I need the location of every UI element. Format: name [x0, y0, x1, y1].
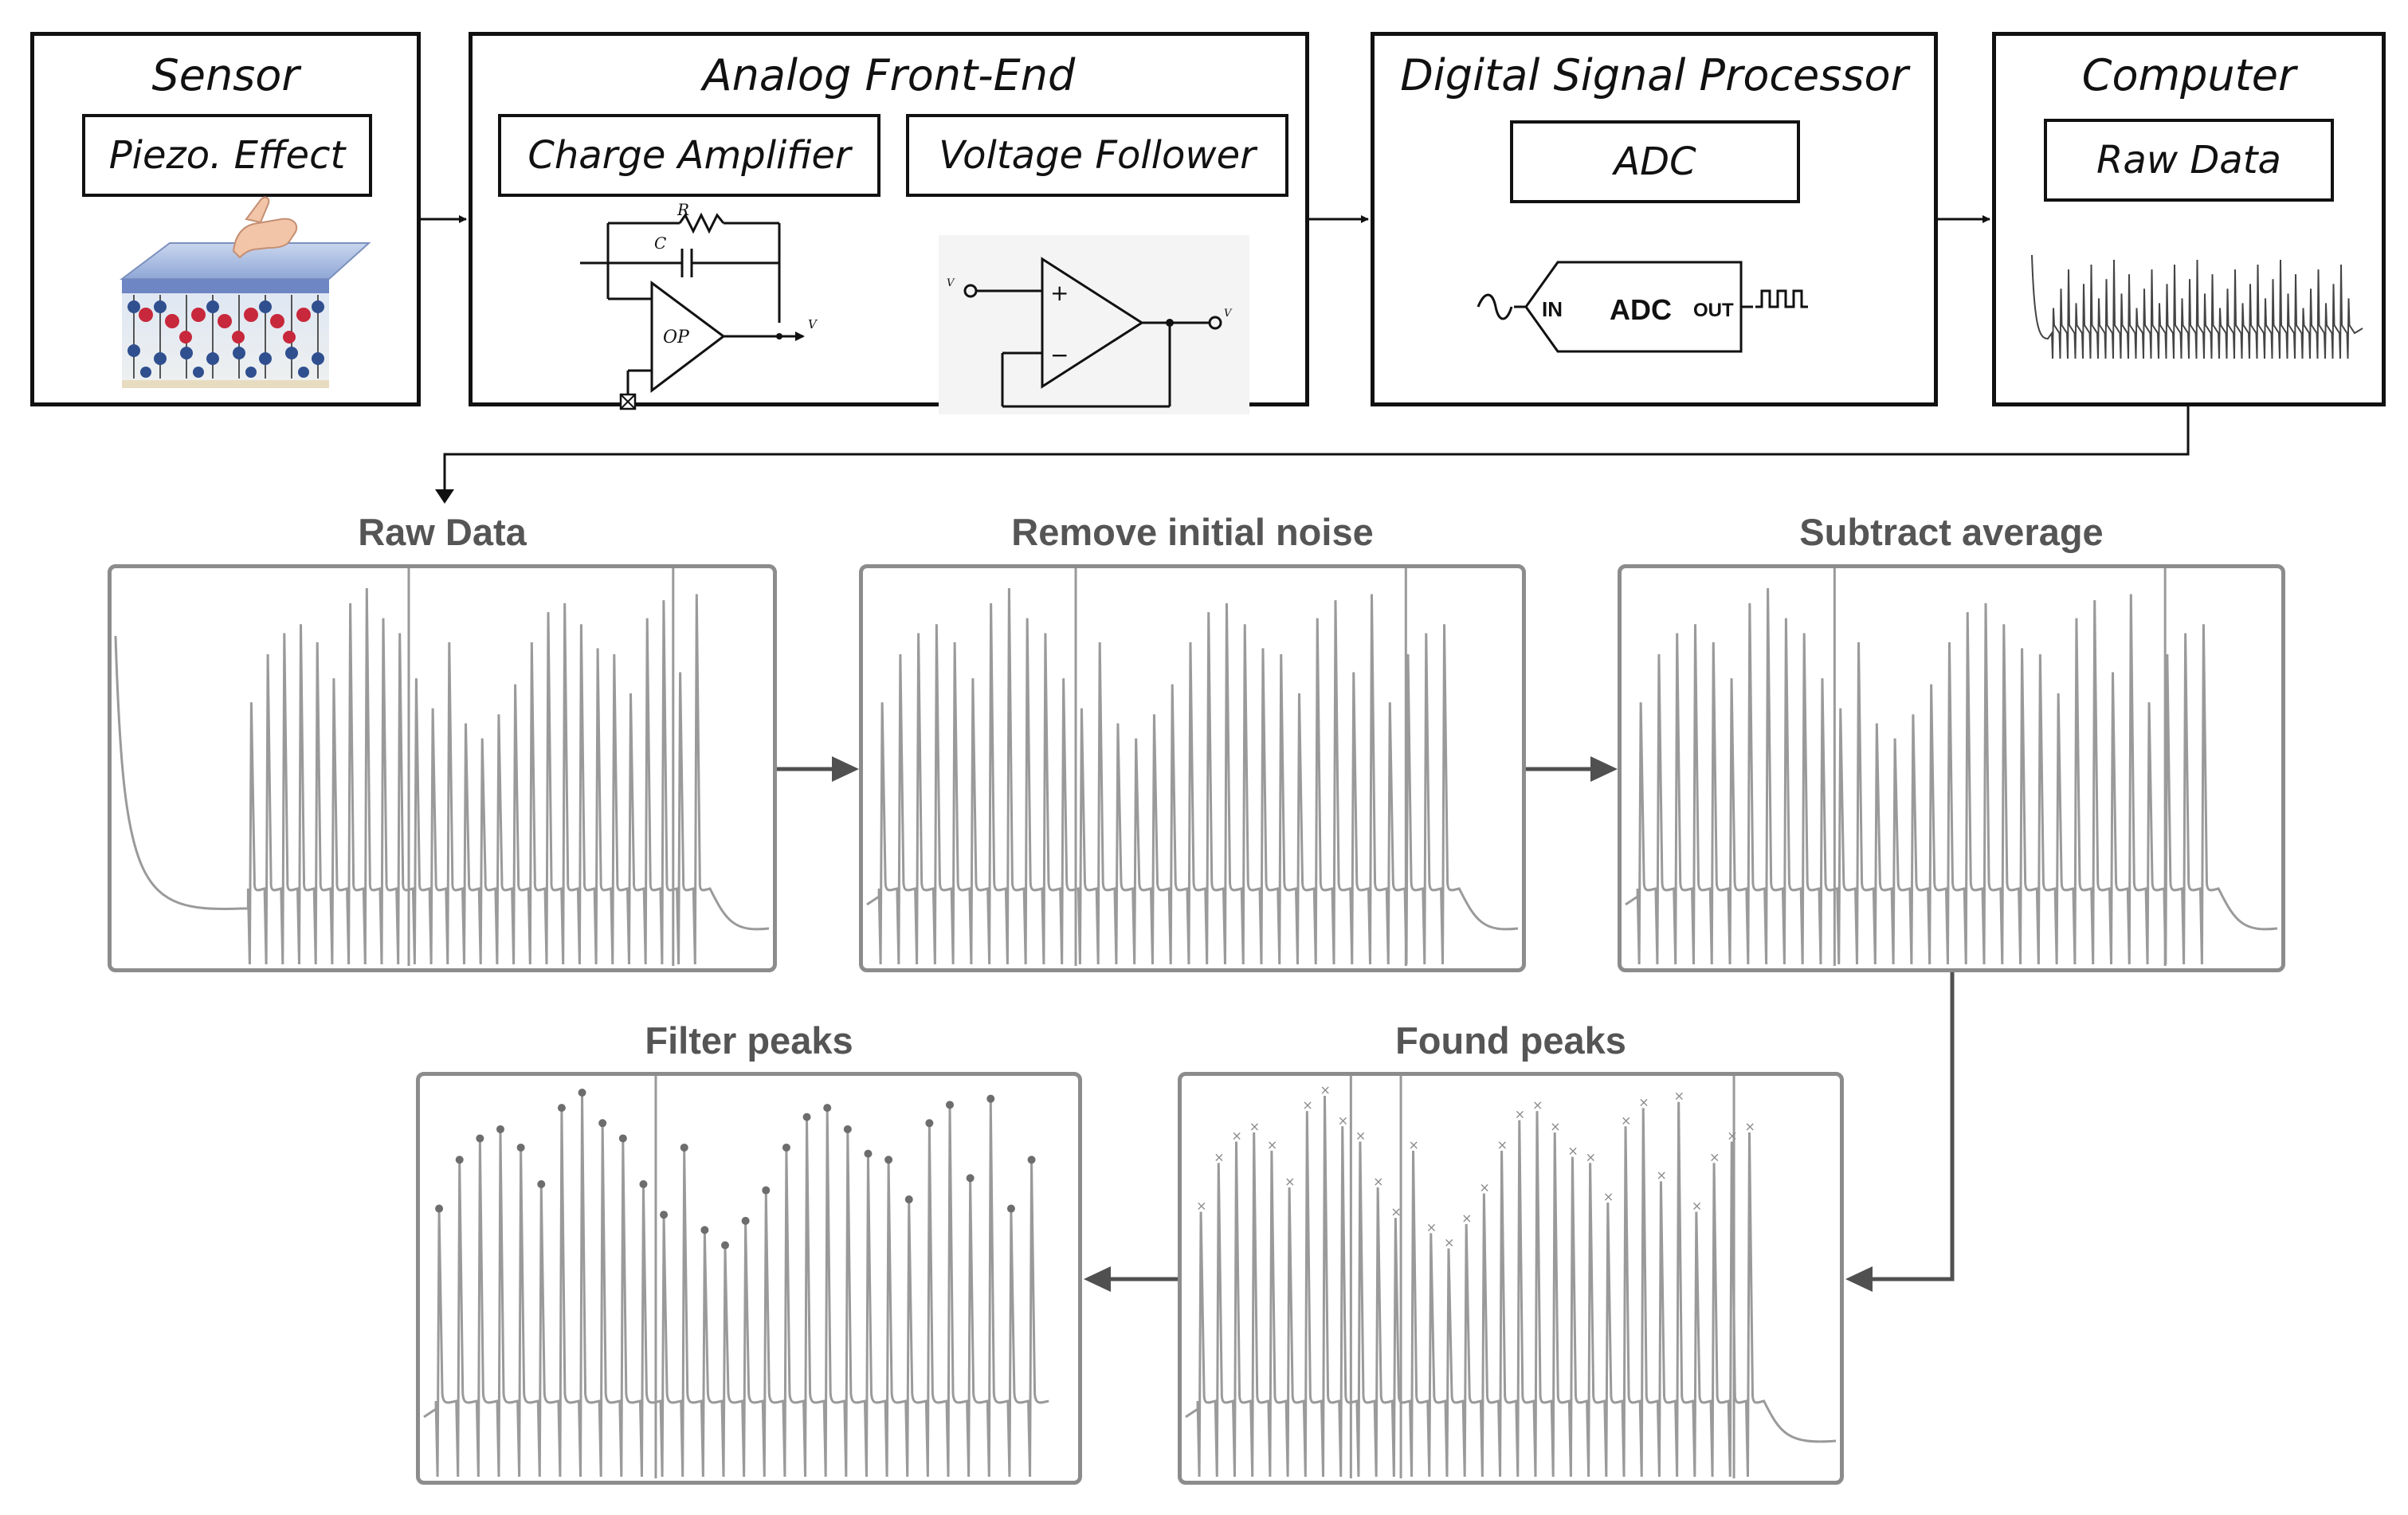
svg-text:×: ×	[1656, 1168, 1666, 1183]
top-arrows	[421, 215, 2190, 504]
svg-text:×: ×	[1709, 1149, 1720, 1164]
svg-text:×: ×	[1426, 1219, 1437, 1234]
svg-text:×: ×	[1214, 1149, 1224, 1164]
computer-block: Computer Raw Data	[1992, 32, 2386, 406]
step-title-raw-data: Raw Data	[358, 511, 527, 553]
svg-text:×: ×	[1320, 1082, 1331, 1097]
svg-text:×: ×	[1621, 1113, 1631, 1128]
raw-data-mini-plot	[2031, 254, 2363, 359]
step-title-filter-peaks: Filter peaks	[645, 1019, 853, 1062]
svg-text:×: ×	[1444, 1235, 1454, 1250]
adc-symbol: IN ADC OUT	[1477, 261, 1808, 353]
analog-front-end-block: Analog Front-End Charge Amplifier Voltag…	[469, 32, 1309, 414]
svg-text:×: ×	[1497, 1137, 1508, 1152]
adc-symbol-label: ADC	[1610, 293, 1672, 326]
rf-label: R	[677, 200, 689, 219]
adc-out-label: OUT	[1693, 300, 1734, 321]
svg-text:×: ×	[1532, 1097, 1543, 1113]
adc-in-label: IN	[1542, 297, 1563, 321]
voltage-follower-box: Voltage Follower	[906, 114, 1288, 197]
svg-text:×: ×	[1744, 1119, 1755, 1134]
svg-text:×: ×	[1727, 1128, 1737, 1143]
svg-text:×: ×	[1302, 1097, 1312, 1113]
op-label: OP	[663, 328, 690, 347]
charge-amplifier-box: Charge Amplifier	[498, 114, 880, 197]
finger-icon	[232, 196, 297, 259]
svg-text:×: ×	[1550, 1119, 1560, 1134]
afe-title: Analog Front-End	[702, 50, 1076, 100]
svg-text:×: ×	[1461, 1211, 1472, 1226]
svg-text:×: ×	[1567, 1144, 1578, 1159]
sine-wave-icon	[1477, 293, 1513, 320]
piezo-effect-box: Piezo. Effect	[82, 114, 372, 197]
svg-text:×: ×	[1409, 1137, 1419, 1152]
dsp-title: Digital Signal Processor	[1400, 50, 1908, 100]
svg-text:×: ×	[1479, 1180, 1489, 1195]
dsp-block: Digital Signal Processor ADC IN ADC OUT	[1371, 32, 1938, 406]
svg-text:×: ×	[1249, 1119, 1260, 1134]
step-title-subtract-average: Subtract average	[1799, 511, 2104, 553]
svg-text:×: ×	[1586, 1149, 1596, 1164]
charge-amplifier-schematic: R C OP V	[580, 200, 818, 410]
cf-label: C	[654, 234, 666, 253]
svg-text:×: ×	[1196, 1199, 1206, 1214]
svg-text:×: ×	[1603, 1189, 1614, 1204]
svg-text:×: ×	[1638, 1094, 1649, 1109]
raw-data-box: Raw Data	[2044, 119, 2334, 202]
computer-title: Computer	[2081, 50, 2296, 100]
svg-text:×: ×	[1284, 1174, 1295, 1189]
svg-text:×: ×	[1390, 1204, 1401, 1219]
svg-text:×: ×	[1674, 1089, 1684, 1104]
voltage-follower-schematic: + − V V	[939, 235, 1249, 414]
minus-sign: −	[1050, 342, 1069, 368]
svg-text:×: ×	[1355, 1128, 1366, 1143]
adc-box: ADC	[1510, 120, 1800, 203]
square-wave-icon	[1755, 289, 1808, 308]
piezo-sensor-illustration	[120, 196, 371, 388]
svg-text:×: ×	[1692, 1199, 1702, 1214]
ground-icon	[619, 393, 637, 410]
svg-text:×: ×	[1338, 1113, 1348, 1128]
vin-label: V	[947, 277, 955, 289]
vout-follower-label: V	[1224, 308, 1233, 320]
svg-text:×: ×	[1373, 1174, 1383, 1189]
svg-text:×: ×	[1515, 1107, 1525, 1122]
svg-text:×: ×	[1231, 1128, 1241, 1143]
svg-text:×: ×	[1267, 1137, 1277, 1152]
plus-sign: +	[1050, 280, 1069, 306]
step-title-remove-initial-noise: Remove initial noise	[1011, 511, 1374, 553]
vout-label: V	[808, 317, 818, 332]
step-title-found-peaks: Found peaks	[1395, 1019, 1626, 1062]
sensor-title: Sensor	[151, 50, 300, 100]
sensor-block: Sensor Piezo. Effect	[30, 32, 421, 406]
